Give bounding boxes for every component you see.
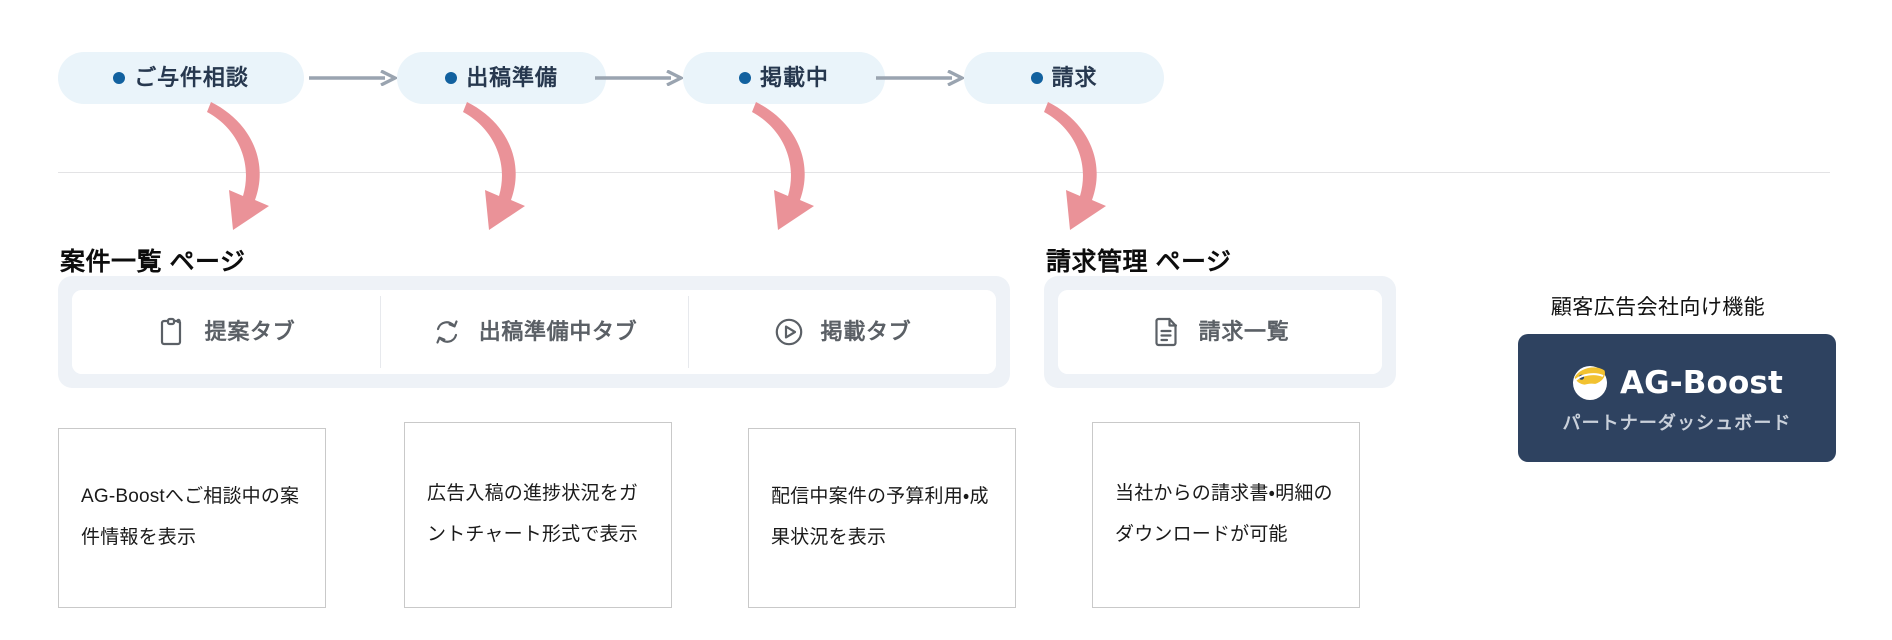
note-text: 配信中案件の予算利用・成果状況を表示 — [771, 486, 989, 548]
tab-label: 掲載タブ — [820, 319, 912, 344]
arrow-right-icon — [876, 70, 964, 86]
arrow-right-icon — [595, 70, 683, 86]
case-list-tab-panel: 提案タブ 出稿準備中タブ — [58, 276, 1010, 388]
section-divider — [58, 172, 1830, 173]
tab-published[interactable]: 掲載タブ — [688, 290, 996, 374]
ag-boost-logo-icon — [1571, 364, 1609, 402]
bullet-dot-icon — [739, 72, 752, 84]
stage-pill-consultation[interactable]: ご与件相談 — [58, 52, 304, 104]
tab-invoice-list[interactable]: 請求一覧 — [1058, 290, 1382, 374]
stage-pill-preparation[interactable]: 出稿準備 — [397, 52, 606, 104]
section-title-cases: 案件一覧 ページ — [60, 248, 246, 276]
tab-label: 請求一覧 — [1198, 319, 1290, 344]
stage-pill-label: ご与件相談 — [134, 65, 249, 90]
tab-preparing[interactable]: 出稿準備中タブ — [380, 290, 688, 374]
tab-strip: 請求一覧 — [1058, 290, 1382, 374]
bullet-dot-icon — [1030, 72, 1043, 84]
brand-logo-row: AG-Boost — [1571, 364, 1783, 402]
curved-down-arrow-icon — [752, 96, 824, 241]
arrow-right-icon — [309, 70, 397, 86]
note-box: 広告入稿の進捗状況をガントチャート形式で表示 — [404, 422, 672, 608]
curved-down-arrow-icon — [207, 96, 279, 241]
document-lines-icon — [1151, 316, 1183, 348]
stage-pill-running[interactable]: 掲載中 — [683, 52, 885, 104]
note-text: 広告入稿の進捗状況をガントチャート形式で表示 — [427, 483, 639, 545]
tab-label: 出稿準備中タブ — [478, 319, 638, 344]
brand-subtitle: パートナーダッシュボード — [1562, 413, 1792, 433]
clipboard-icon — [157, 316, 189, 348]
ag-boost-brand-card: AG-Boost パートナーダッシュボード — [1518, 334, 1836, 462]
play-circle-icon — [773, 316, 805, 348]
sync-refresh-icon — [431, 316, 463, 348]
bullet-dot-icon — [445, 72, 458, 84]
note-box: AG-Boostへご相談中の案件情報を表示 — [58, 428, 326, 608]
section-title-billing: 請求管理 ページ — [1046, 248, 1232, 276]
note-text: AG-Boostへご相談中の案件情報を表示 — [81, 486, 300, 548]
stage-pill-billing[interactable]: 請求 — [964, 52, 1164, 104]
brand-caption: 顧客広告会社向け機能 — [1550, 296, 1766, 319]
stage-pill-label: 出稿準備 — [466, 65, 558, 90]
note-box: 当社からの請求書・明細のダウンロードが可能 — [1092, 422, 1360, 608]
curved-down-arrow-icon — [1044, 96, 1116, 241]
stage-pill-label: 請求 — [1051, 65, 1098, 90]
note-box: 配信中案件の予算利用・成果状況を表示 — [748, 428, 1016, 608]
billing-tab-panel: 請求一覧 — [1044, 276, 1396, 388]
brand-wordmark: AG-Boost — [1619, 364, 1784, 401]
note-text: 当社からの請求書・明細のダウンロードが可能 — [1115, 483, 1333, 545]
stage-pill-label: 掲載中 — [760, 65, 829, 90]
curved-down-arrow-icon — [463, 96, 535, 241]
tab-strip: 提案タブ 出稿準備中タブ — [72, 290, 996, 374]
tab-proposal[interactable]: 提案タブ — [72, 290, 380, 374]
tab-label: 提案タブ — [204, 319, 296, 344]
bullet-dot-icon — [113, 72, 126, 84]
